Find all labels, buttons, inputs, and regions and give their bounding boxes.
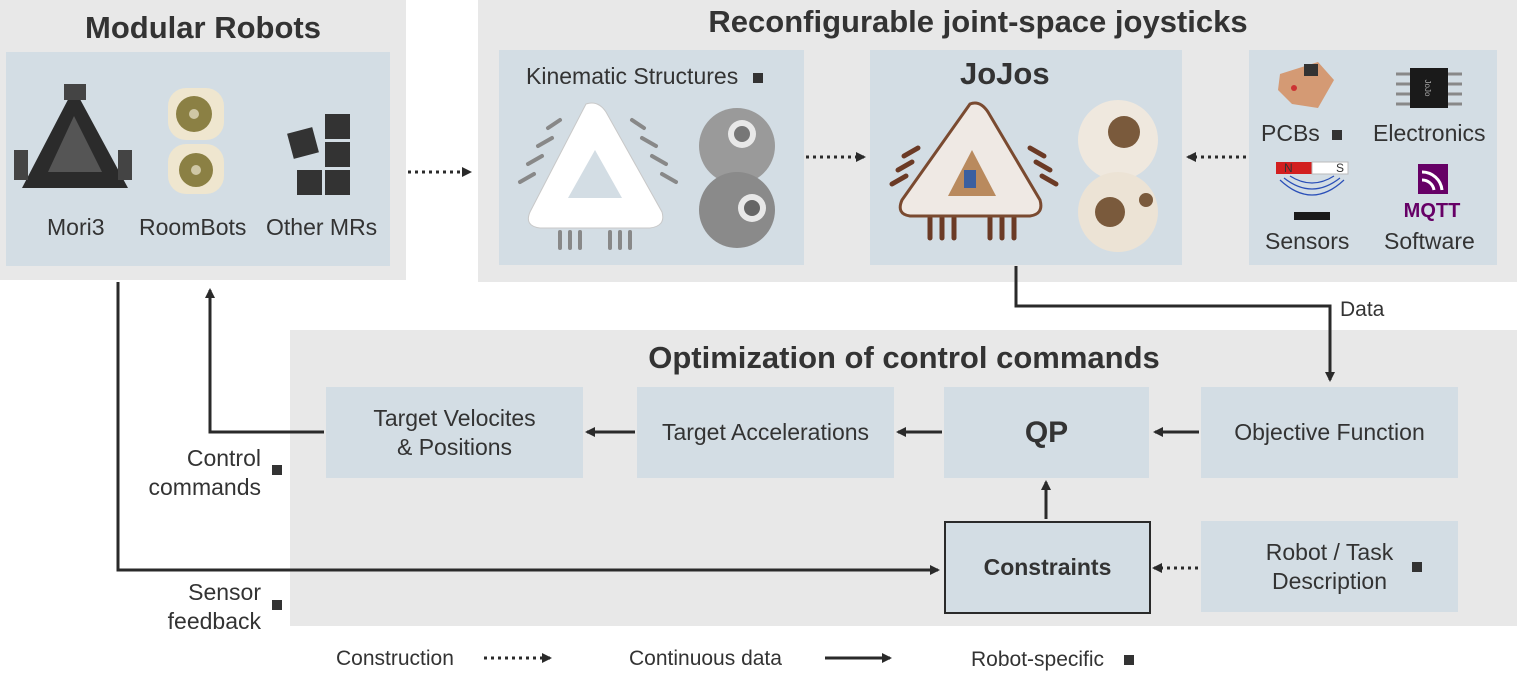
robot-task-specific-marker bbox=[1412, 562, 1422, 572]
modular-robots-title: Modular Robots bbox=[85, 10, 321, 45]
electronics-label: Electronics bbox=[1373, 120, 1486, 146]
jojos-triangle-image bbox=[889, 101, 1059, 241]
roombots-image bbox=[168, 88, 224, 194]
chip-text: JoJo bbox=[1423, 80, 1432, 97]
legend-continuous-data: Continuous data bbox=[629, 647, 782, 670]
kinematic-spheres-image bbox=[699, 108, 775, 248]
legend-robot-specific-marker bbox=[1123, 655, 1134, 666]
mori3-image bbox=[14, 84, 132, 188]
sensor-magnet-image: N S bbox=[1276, 161, 1349, 220]
kinematic-specific-marker bbox=[752, 72, 763, 83]
magnet-s-text: S bbox=[1336, 161, 1344, 175]
objective-function-box: Objective Function bbox=[1201, 387, 1458, 478]
software-label: Software bbox=[1384, 228, 1475, 254]
sensor-feedback-label: Sensor feedback bbox=[167, 579, 261, 634]
jojos-label: JoJos bbox=[960, 56, 1050, 91]
robot-task-line2: Description bbox=[1271, 567, 1388, 594]
pcb-image bbox=[1278, 62, 1334, 108]
mqtt-text: MQTT bbox=[1404, 200, 1461, 222]
mqtt-logo: MQTT bbox=[1404, 164, 1461, 222]
target-velocities-line2: & Positions bbox=[396, 433, 513, 460]
optimization-title: Optimization of control commands bbox=[648, 340, 1160, 375]
sensors-label: Sensors bbox=[1265, 228, 1350, 254]
jojos-spheres-image bbox=[1078, 100, 1158, 252]
joysticks-title: Reconfigurable joint-space joysticks bbox=[708, 4, 1248, 39]
kinematic-structures-label: Kinematic Structures bbox=[526, 63, 763, 90]
control-commands-specific-marker bbox=[272, 465, 282, 475]
target-velocities-box: Target Velocites & Positions bbox=[326, 387, 583, 478]
target-accelerations-box: Target Accelerations bbox=[637, 387, 894, 478]
sensor-feedback-specific-marker bbox=[272, 600, 282, 610]
control-commands-label: Control commands bbox=[148, 445, 261, 500]
legend-robot-specific: Robot-specific bbox=[971, 648, 1134, 672]
robot-task-line1: Robot / Task bbox=[1265, 538, 1394, 565]
legend-construction: Construction bbox=[336, 647, 454, 670]
other-mrs-icon bbox=[287, 114, 350, 195]
constraints-box: Constraints bbox=[944, 521, 1151, 614]
kinematic-triangle-image bbox=[518, 102, 678, 250]
other-mrs-label: Other MRs bbox=[266, 214, 378, 240]
roombots-label: RoomBots bbox=[139, 214, 247, 240]
target-velocities-line1: Target Velocites bbox=[373, 404, 536, 431]
magnet-n-text: N bbox=[1284, 161, 1293, 175]
qp-box: QP bbox=[944, 387, 1149, 478]
electronics-chip-image: JoJo bbox=[1396, 68, 1462, 108]
data-label: Data bbox=[1340, 298, 1385, 321]
pcbs-specific-marker bbox=[1332, 129, 1343, 140]
pcbs-label: PCBs bbox=[1261, 120, 1343, 147]
mori3-label: Mori3 bbox=[47, 214, 105, 240]
